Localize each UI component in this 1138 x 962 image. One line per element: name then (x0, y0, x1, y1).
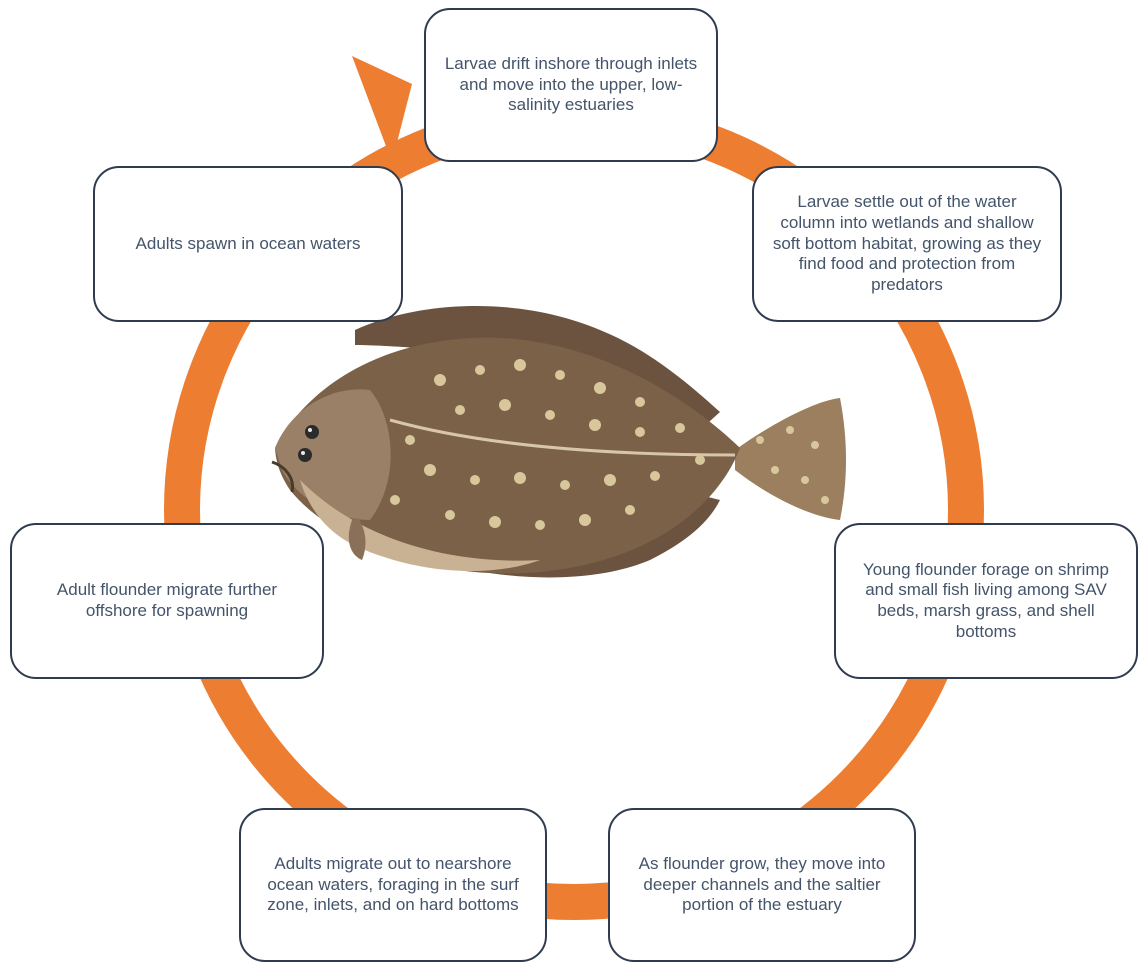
stage-deeper-channels-text: As flounder grow, they move into deeper … (638, 853, 886, 915)
stage-young-forage-text: Young flounder forage on shrimp and smal… (862, 559, 1110, 641)
stage-adults-nearshore-text: Adults migrate out to nearshore ocean wa… (267, 853, 519, 915)
flounder-illustration (271, 305, 846, 578)
stage-adults-nearshore: Adults migrate out to nearshore ocean wa… (239, 808, 547, 962)
stage-migrate-offshore: Adult flounder migrate further offshore … (10, 523, 324, 679)
stage-young-forage: Young flounder forage on shrimp and smal… (834, 523, 1138, 679)
stage-adults-spawn: Adults spawn in ocean waters (93, 166, 403, 322)
cycle-arrow-head (352, 56, 412, 162)
stage-larvae-drift-text: Larvae drift inshore through inlets and … (444, 53, 698, 115)
stage-migrate-offshore-text: Adult flounder migrate further offshore … (56, 580, 278, 620)
stage-larvae-drift: Larvae drift inshore through inlets and … (424, 8, 718, 162)
stage-deeper-channels: As flounder grow, they move into deeper … (608, 808, 916, 962)
stage-adults-spawn-text: Adults spawn in ocean waters (135, 233, 361, 253)
stage-larvae-settle-text: Larvae settle out of the water column in… (772, 192, 1042, 295)
stage-larvae-settle: Larvae settle out of the water column in… (752, 166, 1062, 322)
